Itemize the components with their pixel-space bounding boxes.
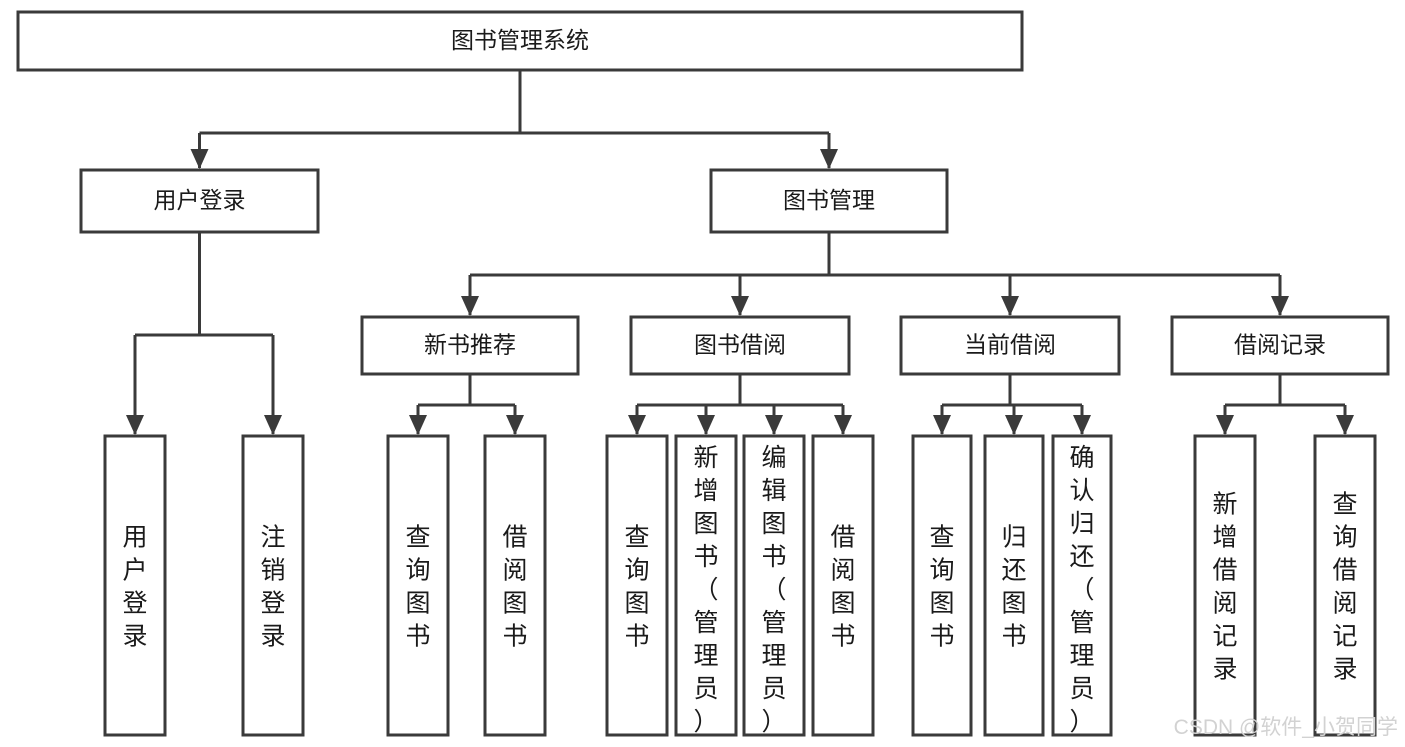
arrow-level2-1 [820,149,838,169]
root-node[interactable]: 图书管理系统 [16,10,1024,72]
leaf-node-0-rect [103,434,167,737]
leaf-node-4-label: 查询图书 [624,524,649,651]
arrow-leaf-0-0 [126,415,144,435]
leaf-node-6-rect [742,434,806,737]
leaf-node-3[interactable]: 借阅图书 [483,434,547,737]
level3-node-1[interactable]: 图书借阅 [629,315,851,376]
leaf-node-2-rect [386,434,450,737]
level2-node-1[interactable]: 图书管理 [709,168,949,234]
arrow-leaf-1-0 [409,415,427,435]
arrow-leaf-1-1 [506,415,524,435]
level3-node-2-label: 当前借阅 [964,332,1056,358]
level3-node-3-rect [1170,315,1390,376]
leaf-node-10[interactable]: 确认归还（管理员） [1051,434,1113,737]
leaf-node-0-label: 用户登录 [122,524,147,651]
leaf-node-12-label: 查询借阅记录 [1332,491,1357,684]
leaf-node-9-rect [983,434,1045,737]
connector-layer [126,70,1354,435]
level3-node-0-label: 新书推荐 [424,332,516,358]
leaf-node-5[interactable]: 新增图书（管理员） [674,434,738,737]
leaf-node-6[interactable]: 编辑图书（管理员） [742,434,806,737]
level3-node-3-label: 借阅记录 [1234,332,1326,358]
leaf-node-9-label: 归还图书 [1001,524,1026,651]
leaf-node-9[interactable]: 归还图书 [983,434,1045,737]
leaf-node-5-rect [674,434,738,737]
level3-node-1-label: 图书借阅 [694,332,786,358]
leaf-node-12[interactable]: 查询借阅记录 [1313,434,1377,737]
leaf-node-3-label: 借阅图书 [502,524,527,651]
leaf-node-4[interactable]: 查询图书 [605,434,669,737]
level2-node-1-rect [709,168,949,234]
level3-node-0[interactable]: 新书推荐 [360,315,580,376]
arrow-leaf-3-2 [1073,415,1091,435]
leaf-node-11[interactable]: 新增借阅记录 [1193,434,1257,737]
watermark-layer: CSDN @软件_小贺同学 [1174,716,1398,739]
leaf-node-8-label: 查询图书 [929,524,954,651]
arrow-leaf-2-2 [765,415,783,435]
leaf-node-1[interactable]: 注销登录 [241,434,305,737]
leaf-node-10-label: 确认归还（管理员） [1069,444,1094,736]
level3-node-0-rect [360,315,580,376]
arrow-leaf-2-1 [697,415,715,435]
level2-node-0-rect [79,168,320,234]
csdn-watermark: CSDN @软件_小贺同学 [1174,716,1398,739]
arrow-leaf-2-0 [628,415,646,435]
leaf-node-1-rect [241,434,305,737]
arrow-leaf-4-0 [1216,415,1234,435]
level3-node-3[interactable]: 借阅记录 [1170,315,1390,376]
level3-node-1-rect [629,315,851,376]
leaf-node-2-label: 查询图书 [405,524,430,651]
leaf-node-4-rect [605,434,669,737]
level3-node-2-rect [899,315,1121,376]
root-node-label: 图书管理系统 [451,27,589,53]
level2-node-0[interactable]: 用户登录 [79,168,320,234]
leaf-node-3-rect [483,434,547,737]
node-layer: 图书管理系统用户登录图书管理新书推荐图书借阅当前借阅借阅记录用户登录注销登录查询… [16,10,1390,737]
leaf-node-11-label: 新增借阅记录 [1212,491,1237,684]
arrow-level3-3 [1271,296,1289,316]
level2-node-0-label: 用户登录 [154,187,246,213]
leaf-node-7-rect [811,434,875,737]
arrow-leaf-4-1 [1336,415,1354,435]
leaf-node-8-rect [911,434,973,737]
leaf-node-0[interactable]: 用户登录 [103,434,167,737]
arrow-leaf-2-3 [834,415,852,435]
leaf-node-11-rect [1193,434,1257,737]
leaf-node-12-rect [1313,434,1377,737]
arrow-level3-0 [461,296,479,316]
arrow-level2-0 [190,149,209,169]
leaf-node-7-label: 借阅图书 [830,524,855,651]
leaf-node-5-label: 新增图书（管理员） [693,444,718,736]
arrow-level3-1 [731,296,749,316]
leaf-node-8[interactable]: 查询图书 [911,434,973,737]
leaf-node-6-label: 编辑图书（管理员） [761,444,786,736]
root-node-rect [16,10,1024,72]
leaf-node-1-label: 注销登录 [260,524,285,651]
arrow-level3-2 [1001,296,1019,316]
arrow-leaf-3-0 [933,415,951,435]
level3-node-2[interactable]: 当前借阅 [899,315,1121,376]
leaf-node-2[interactable]: 查询图书 [386,434,450,737]
level2-node-1-label: 图书管理 [783,187,875,213]
leaf-node-10-rect [1051,434,1113,737]
arrow-leaf-0-1 [264,415,282,435]
arrow-leaf-3-1 [1005,415,1023,435]
leaf-node-7[interactable]: 借阅图书 [811,434,875,737]
